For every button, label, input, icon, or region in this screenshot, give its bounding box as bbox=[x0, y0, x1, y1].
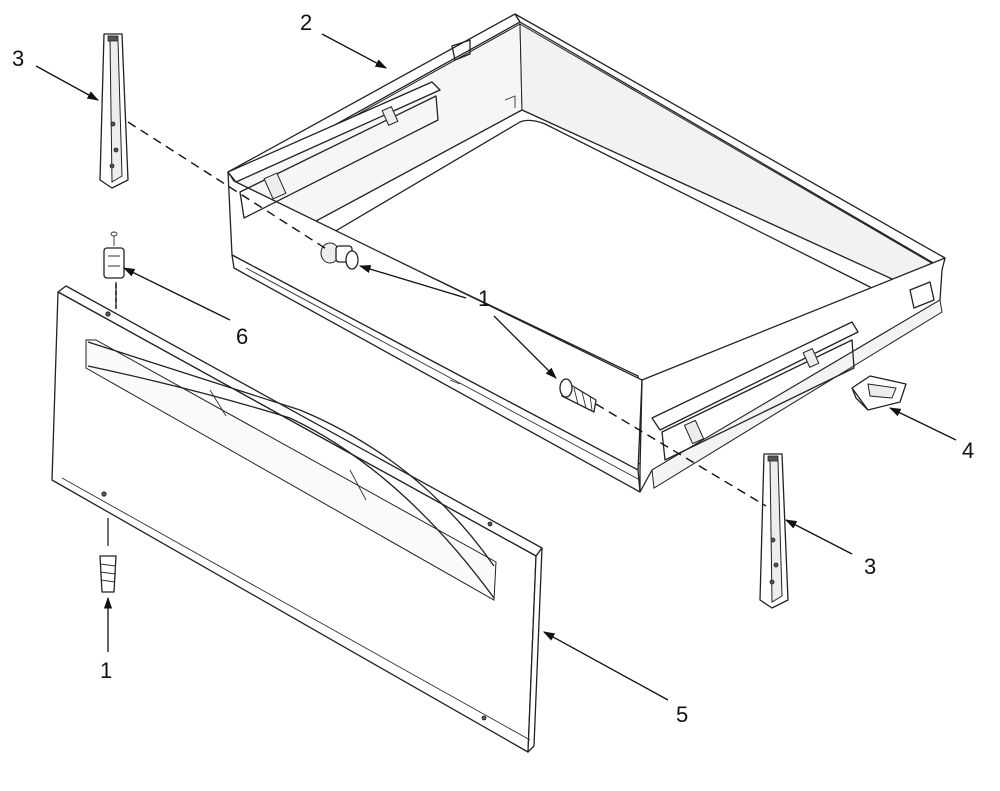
callout-1-lower: 1 bbox=[100, 658, 112, 683]
leader-4 bbox=[888, 407, 957, 441]
callout-3-right: 3 bbox=[864, 554, 876, 579]
glide-left bbox=[99, 33, 129, 189]
bracket bbox=[851, 375, 907, 411]
alignment-line-left bbox=[127, 121, 329, 251]
callout-6: 6 bbox=[236, 324, 248, 349]
leader-1-middle bbox=[493, 315, 557, 379]
callout-3-left: 3 bbox=[12, 46, 24, 71]
leader-1-upper bbox=[358, 265, 467, 299]
stud bbox=[103, 231, 125, 306]
callout-4: 4 bbox=[962, 438, 974, 463]
leader-3-right bbox=[784, 519, 853, 555]
screw-upper bbox=[320, 242, 359, 270]
screw-lower bbox=[99, 518, 117, 593]
front-panel bbox=[51, 285, 543, 753]
callout-5: 5 bbox=[676, 702, 688, 727]
callout-1-upper: 1 bbox=[478, 286, 490, 311]
alignment-line-right bbox=[595, 403, 767, 507]
screw-middle bbox=[559, 378, 597, 413]
callout-2: 2 bbox=[300, 10, 312, 35]
leader-3-left bbox=[35, 65, 100, 101]
leader-2 bbox=[321, 33, 388, 69]
leader-5 bbox=[542, 631, 669, 701]
leader-6 bbox=[122, 267, 231, 321]
glide-right bbox=[759, 453, 789, 609]
